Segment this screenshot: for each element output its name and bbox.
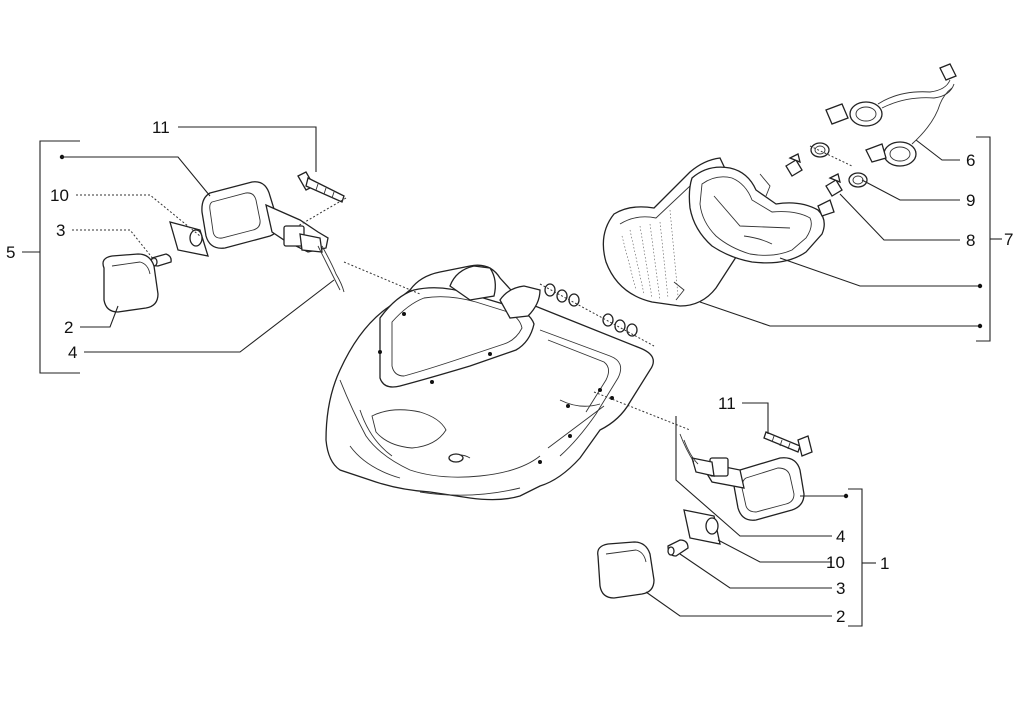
headlight-socket [817, 199, 835, 217]
label-3-right: 3 [836, 579, 845, 598]
headlight-bulb-right [825, 173, 843, 197]
label-9: 9 [966, 191, 975, 210]
cap-lower [848, 172, 868, 188]
label-6: 6 [966, 151, 975, 170]
label-11-left: 11 [152, 118, 170, 137]
right-turn-signal-housing [679, 433, 805, 521]
left-turn-signal-housing [201, 181, 345, 293]
label-10-left: 10 [50, 186, 69, 205]
label-8: 8 [966, 231, 975, 250]
center-fasteners [343, 261, 691, 431]
front-fairing [325, 264, 654, 501]
right-lens [597, 541, 655, 599]
label-4-left: 4 [68, 343, 77, 362]
wiring-harness [825, 63, 957, 167]
headlight-bulb-left [785, 153, 803, 177]
label-3-left: 3 [56, 221, 65, 240]
label-1: 1 [880, 554, 889, 573]
left-gasket-hole [189, 229, 203, 247]
label-10-right: 10 [826, 553, 845, 572]
bracket-5 [39, 140, 80, 374]
right-bulb [667, 539, 689, 557]
label-11-right: 11 [718, 394, 736, 413]
right-turn-signal-group: 1 11 4 10 3 2 [597, 394, 889, 627]
label-5: 5 [6, 243, 15, 262]
left-lens [102, 253, 159, 313]
label-2-right: 2 [836, 607, 845, 626]
label-7: 7 [1004, 230, 1013, 249]
cap-upper [810, 142, 830, 158]
left-bolt [297, 171, 345, 203]
right-bolt [763, 431, 813, 457]
left-turn-signal-group: 5 [6, 118, 347, 374]
label-2-left: 2 [64, 318, 73, 337]
label-4-right: 4 [836, 527, 845, 546]
headlight-group: 7 6 9 8 [602, 63, 1013, 342]
